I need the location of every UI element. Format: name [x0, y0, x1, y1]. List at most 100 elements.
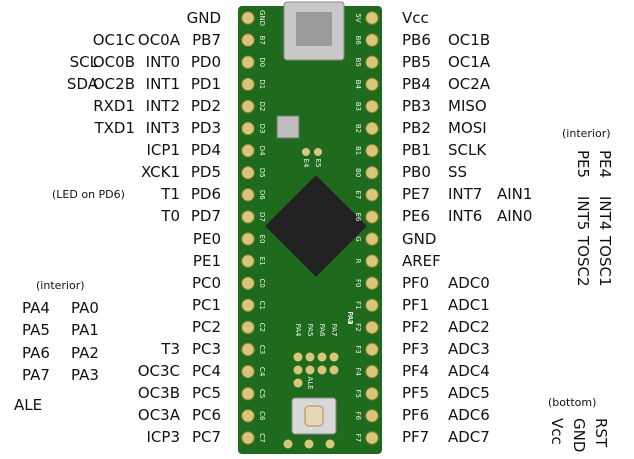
left-pin-label: T1: [161, 185, 180, 204]
pin-pad-left: [241, 55, 255, 69]
bottom-pin-label: RST: [592, 418, 610, 448]
right-pin-label: MOSI: [448, 119, 487, 137]
silk-right-pin: B5: [354, 58, 362, 67]
silk-left-pin: D4: [258, 146, 266, 156]
silk-right-pin: F0: [354, 279, 362, 287]
silk-inner-bottom: PA3: [346, 311, 354, 324]
pin-pad-left: [241, 431, 255, 445]
inner-pad: [305, 365, 315, 375]
right-pin-label: SS: [448, 163, 468, 182]
silk-left-pin: D3: [258, 124, 266, 134]
silk-right-pin: F4: [354, 367, 362, 376]
pin-pad-left: [241, 298, 255, 312]
bottom-pin-label: Vcc: [548, 418, 566, 445]
left-pin-label: PD5: [190, 163, 221, 182]
pin-pad-left: [241, 342, 255, 357]
silk-right-pin: B4: [354, 80, 362, 90]
silk-right-pin: B2: [354, 124, 362, 133]
left-pin-label: PD7: [190, 207, 221, 226]
pin-pad-left: [241, 409, 255, 423]
pin-pad-right: [365, 143, 379, 158]
silk-left-pin: B7: [258, 35, 266, 44]
right-pin-label: PB2: [402, 119, 431, 137]
silk-right-pin: F1: [354, 301, 362, 309]
silk-e4: E4: [302, 159, 310, 168]
silk-inner-top: PA5: [306, 323, 314, 336]
pin-pad-right: [365, 320, 379, 335]
interior-int-label: INT5: [574, 196, 592, 231]
pin-pad-left: [241, 11, 255, 25]
right-pin-label: ADC2: [448, 317, 490, 336]
interior-pe-label: PE5: [574, 150, 592, 179]
silk-right-pin: B6: [354, 35, 362, 45]
silk-right-pin: E7: [354, 190, 362, 199]
silk-right-pin: F2: [354, 323, 362, 331]
left-pin-label: PD6: [190, 185, 221, 204]
inner-pad: [293, 352, 303, 362]
silk-right-pin: F6: [354, 412, 362, 421]
right-pin-label: ADC7: [448, 428, 490, 447]
left-pin-label: OC3A: [137, 406, 180, 425]
pin-pad-left: [241, 188, 255, 202]
left-pin-label: GND: [186, 8, 221, 27]
interior-int-label: INT4: [596, 196, 614, 231]
pin-pad-right: [365, 276, 379, 290]
right-pin-label: PE6: [402, 207, 431, 226]
right-pin-label: PB4: [402, 74, 431, 93]
pin-pad-left: [241, 364, 255, 379]
interior-pa-label: PA1: [71, 321, 99, 339]
right-pin-label: ADC4: [448, 362, 490, 381]
crystal: [276, 115, 300, 139]
pin-pad-right: [365, 342, 379, 357]
left-pin-label: PB7: [192, 30, 221, 49]
left-pin-label: XCK1: [140, 163, 180, 182]
pin-pad-right: [365, 77, 379, 92]
inner-pad: [293, 365, 303, 375]
left-pin-label: PE0: [192, 229, 221, 248]
right-pin-label: PF6: [402, 406, 430, 425]
inner-pad-ale: [293, 378, 303, 388]
usb-port: [296, 12, 332, 46]
silk-left-pin: C5: [258, 389, 266, 398]
left-pin-label: PC2: [191, 317, 221, 336]
silk-left-pin: GND: [258, 10, 266, 26]
pin-pad-left: [241, 121, 255, 136]
interior-tosc-label: TOSC2: [574, 236, 592, 287]
pin-pad-right: [365, 409, 379, 423]
silk-left-pin: E1: [258, 257, 266, 266]
silk-left-pin: E0: [258, 235, 266, 244]
silk-left-pin: C7: [258, 433, 266, 442]
silk-left-pin: C2: [258, 323, 266, 332]
left-pin-label: OC0B: [92, 52, 135, 71]
right-pin-label: INT6: [448, 207, 483, 226]
silk-left-pin: C0: [258, 279, 266, 288]
left-pin-label: T0: [161, 207, 180, 226]
right-pin-label: PF7: [402, 428, 430, 447]
pin-pad-right: [365, 254, 379, 268]
left-pin-label: PD1: [190, 74, 221, 93]
bottom-pad: [283, 439, 293, 449]
left-pin-label: PC4: [191, 362, 221, 381]
left-pin-label: PC5: [191, 384, 221, 403]
bottom-note: (bottom): [548, 395, 597, 409]
interior-left-note: (interior): [36, 278, 85, 292]
pin-pad-left: [241, 77, 255, 92]
pin-pad-right: [365, 431, 379, 445]
pin-pad-left: [241, 276, 255, 290]
left-pin-label: SCL: [69, 52, 98, 71]
pin-pad-left: [241, 33, 255, 47]
left-pin-label: INT2: [145, 96, 180, 115]
led-note: (LED on PD6): [52, 187, 125, 201]
right-pin-label: PF5: [402, 384, 430, 403]
interior-tosc-label: TOSC1: [596, 236, 614, 287]
silk-e5: E5: [314, 159, 322, 168]
pin-pad-left: [241, 232, 255, 246]
silk-right-pin: F5: [354, 389, 362, 397]
right-pin-label: ADC3: [448, 340, 490, 358]
silk-inner-bottom: PA2: [346, 311, 354, 324]
left-pin-label: OC1C: [92, 30, 135, 49]
pin-pad-left: [241, 210, 255, 224]
right-pin-label: Vcc: [402, 8, 429, 27]
right-pin-label: ADC1: [448, 295, 490, 314]
